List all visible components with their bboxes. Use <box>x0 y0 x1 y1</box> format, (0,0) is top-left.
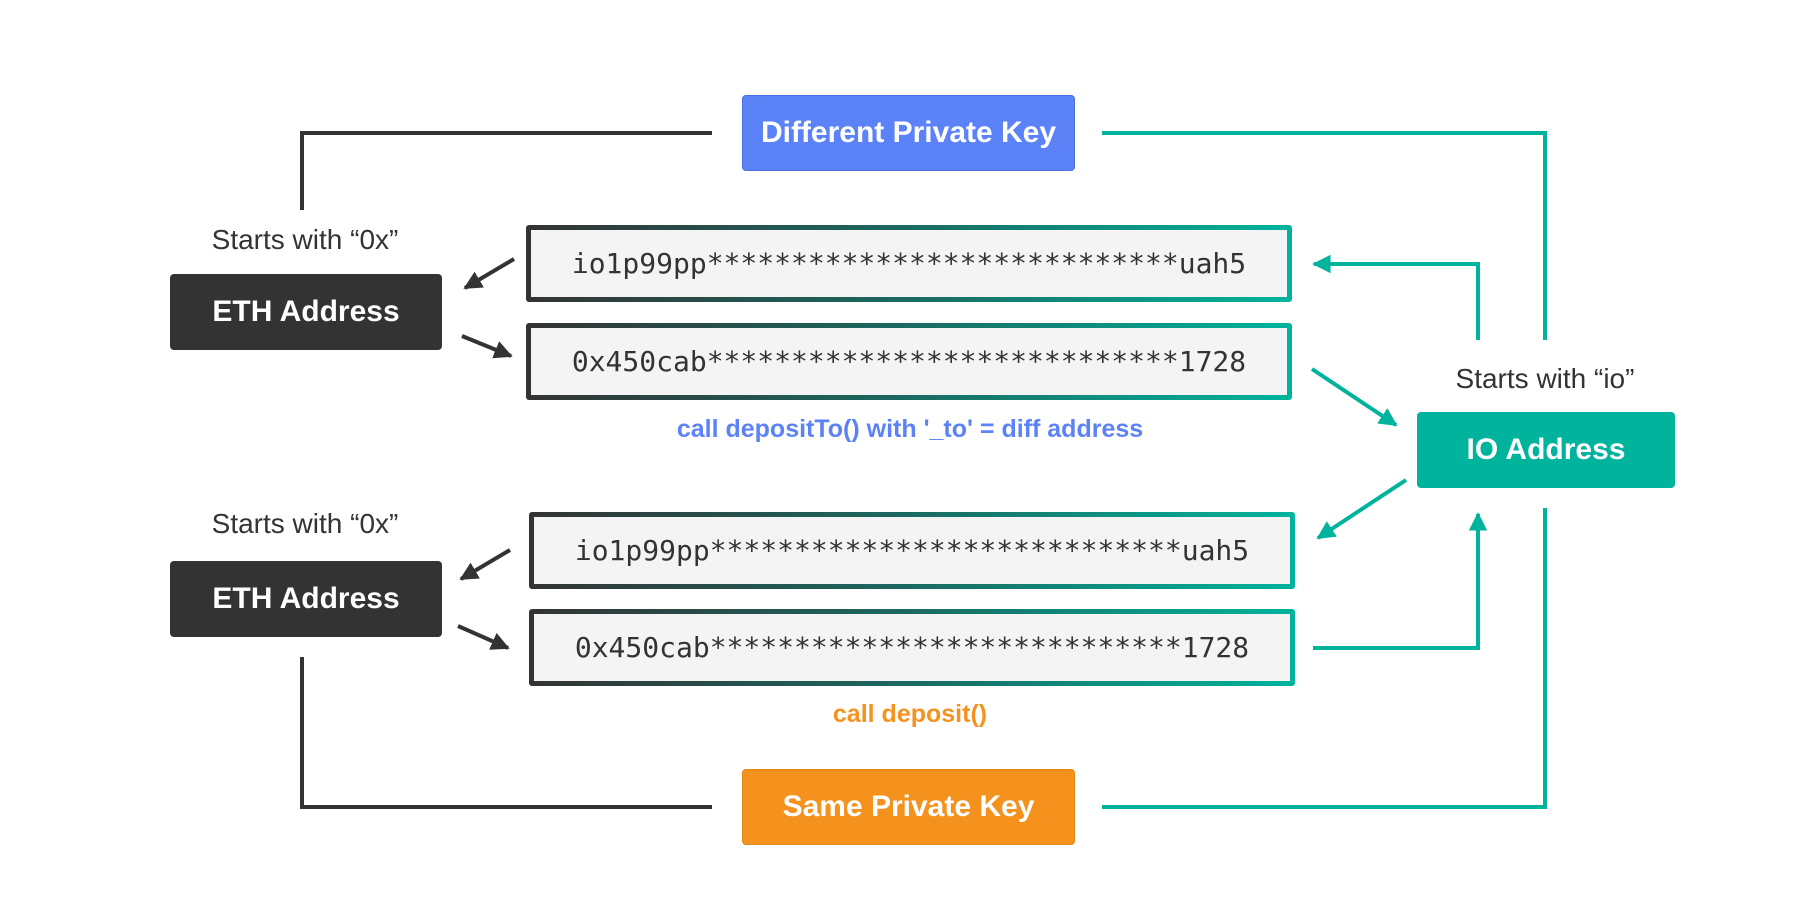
address-field-top-io: io1p99pp****************************uah5 <box>526 225 1292 302</box>
address-field-bottom-0x-text: 0x450cab****************************1728 <box>534 614 1290 681</box>
arrow-top-eth-to-field <box>461 334 513 359</box>
different-private-key-box: Different Private Key <box>742 95 1075 171</box>
io-address-label: IO Address <box>1466 433 1626 466</box>
eth-top-caption: Starts with “0x” <box>211 224 399 255</box>
eth-bottom-caption: Starts with “0x” <box>211 508 399 539</box>
arrow-bottom-field-to-eth <box>459 548 512 581</box>
address-field-bottom-io-text: io1p99pp****************************uah5 <box>534 517 1290 584</box>
io-caption: Starts with “io” <box>1455 363 1635 394</box>
top-bracket-dark <box>300 131 712 210</box>
io-address-box: IO Address <box>1417 412 1675 488</box>
address-field-top-io-text: io1p99pp****************************uah5 <box>531 230 1287 297</box>
arrow-top-field-to-io <box>1310 367 1398 427</box>
address-field-top-0x-text: 0x450cab****************************1728 <box>531 328 1287 395</box>
arrow-io-to-top-field <box>1312 254 1480 340</box>
arrow-bottom-field-to-io <box>1313 512 1488 650</box>
same-private-key-box: Same Private Key <box>742 769 1075 845</box>
eth-address-box-bottom: ETH Address <box>170 561 442 637</box>
address-field-bottom-io: io1p99pp****************************uah5 <box>529 512 1295 589</box>
deposit-note: call deposit() <box>832 700 988 728</box>
bottom-bracket-dark <box>300 657 712 809</box>
same-private-key-label: Same Private Key <box>782 790 1035 823</box>
address-field-top-0x: 0x450cab****************************1728 <box>526 323 1292 400</box>
arrow-io-to-bottom-field <box>1316 478 1408 540</box>
arrow-bottom-eth-to-field <box>457 624 510 650</box>
arrow-top-field-to-eth <box>463 257 516 290</box>
deposit-to-note: call depositTo() with '_to' = diff addre… <box>676 415 1144 443</box>
eth-address-box-top: ETH Address <box>170 274 442 350</box>
different-private-key-label: Different Private Key <box>760 116 1057 149</box>
eth-address-label-bottom: ETH Address <box>212 582 400 615</box>
eth-address-label-top: ETH Address <box>212 295 400 328</box>
top-bracket-teal <box>1102 131 1547 340</box>
bottom-bracket-teal <box>1102 508 1547 809</box>
address-field-bottom-0x: 0x450cab****************************1728 <box>529 609 1295 686</box>
